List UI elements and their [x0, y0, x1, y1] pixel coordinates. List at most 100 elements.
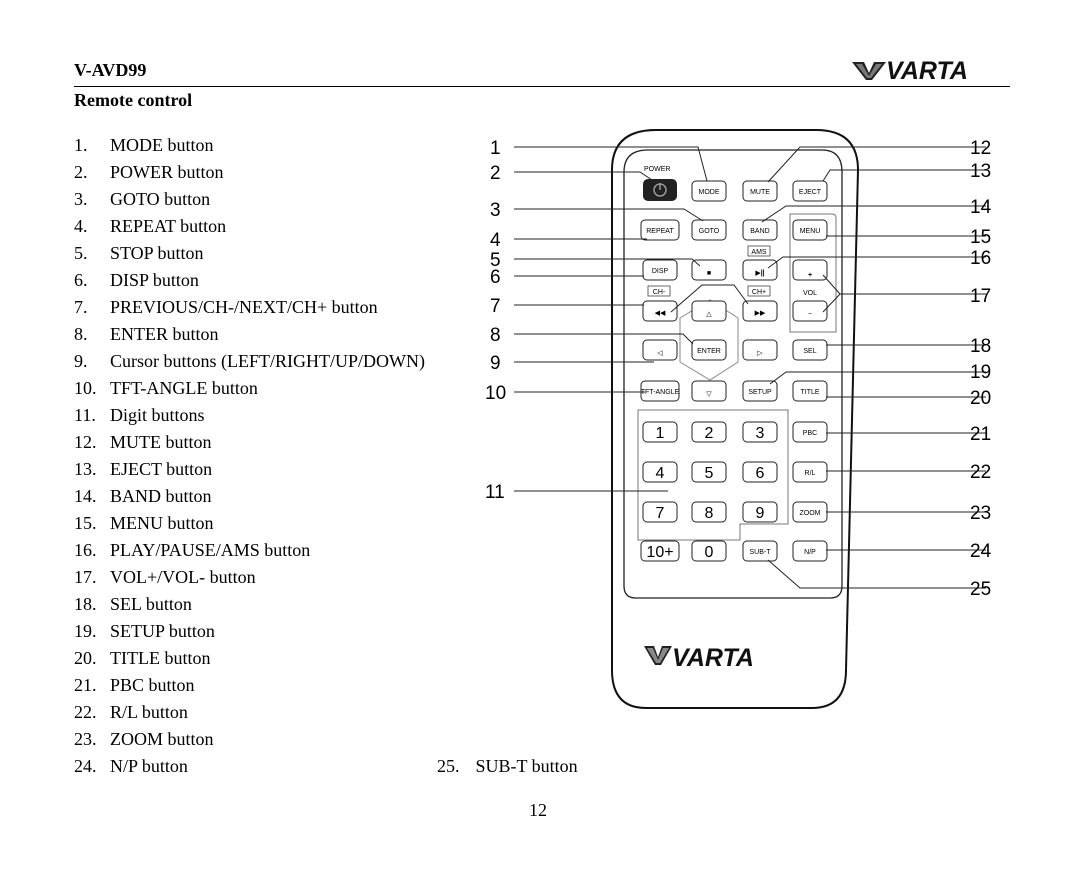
digit-6-button[interactable]: 6 — [742, 461, 778, 483]
cursor-pad — [679, 299, 739, 381]
callout-6: 6 — [490, 267, 501, 288]
legend-item: 4.REPEAT button — [74, 216, 227, 236]
svg-text:PBC: PBC — [803, 430, 817, 437]
callout-22: 22 — [970, 462, 991, 483]
callout-7: 7 — [490, 296, 501, 317]
svg-text:8: 8 — [705, 505, 714, 522]
legend-item: 3.GOTO button — [74, 189, 211, 209]
callout-4: 4 — [490, 230, 501, 251]
digit-8-button[interactable]: 8 — [691, 501, 727, 523]
digit-5-button[interactable]: 5 — [691, 461, 727, 483]
previous-button[interactable]: ◀◀ — [642, 300, 678, 322]
enter-button[interactable]: ENTER — [691, 339, 727, 361]
np-button[interactable]: N/P — [792, 540, 828, 562]
legend-item: 18.SEL button — [74, 594, 192, 614]
sel-button[interactable]: SEL — [792, 339, 828, 361]
up-button[interactable]: △ — [691, 300, 727, 322]
pbc-button[interactable]: PBC — [792, 421, 828, 443]
svg-text:ZOOM: ZOOM — [800, 510, 821, 517]
callout-10: 10 — [485, 383, 506, 404]
legend-item: 14.BAND button — [74, 486, 212, 506]
rl-button[interactable]: R/L — [792, 461, 828, 483]
setup-button[interactable]: SETUP — [742, 380, 778, 402]
svg-text:6: 6 — [756, 465, 765, 482]
title-button[interactable]: TITLE — [792, 380, 828, 402]
model-name: V-AVD99 — [74, 60, 147, 80]
repeat-button[interactable]: REPEAT — [640, 219, 680, 241]
callout-8: 8 — [490, 325, 501, 346]
remote-brand-text: VARTA — [672, 644, 754, 672]
legend-item: 7.PREVIOUS/CH-/NEXT/CH+ button — [74, 297, 378, 317]
digit-0-button[interactable]: 0 — [691, 540, 727, 562]
left-button[interactable]: ◁ — [642, 339, 678, 361]
down-button[interactable]: ▽ — [691, 380, 727, 402]
legend-item: 19.SETUP button — [74, 621, 215, 641]
digit-3-button[interactable]: 3 — [742, 421, 778, 443]
vol-minus-button[interactable]: − — [792, 300, 828, 322]
svg-text:R/L: R/L — [805, 470, 816, 477]
digit-9-button[interactable]: 9 — [742, 501, 778, 523]
digit-4-button[interactable]: 4 — [642, 461, 678, 483]
svg-text:△: △ — [706, 311, 712, 318]
ch-plus-label: CH+ — [752, 289, 766, 296]
legend-item: 10.TFT-ANGLE button — [74, 378, 258, 398]
callout-11: 11 — [485, 482, 505, 503]
mute-button[interactable]: MUTE — [742, 180, 778, 202]
disp-button[interactable]: DISP — [642, 259, 678, 281]
callout-24: 24 — [970, 541, 992, 562]
svg-text:7: 7 — [656, 505, 665, 522]
digit-7-button[interactable]: 7 — [642, 501, 678, 523]
svg-text:■: ■ — [707, 270, 711, 277]
legend-item: 17.VOL+/VOL- button — [74, 567, 256, 587]
right-button[interactable]: ▷ — [742, 339, 778, 361]
mode-button[interactable]: MODE — [691, 180, 727, 202]
band-button[interactable]: BAND — [742, 219, 778, 241]
callout-16: 16 — [970, 248, 991, 269]
svg-text:ENTER: ENTER — [697, 348, 721, 355]
svg-text:9: 9 — [756, 505, 765, 522]
subt-button[interactable]: SUB-T — [742, 540, 778, 562]
play-pause-button[interactable]: ▶|| — [742, 259, 778, 281]
tft-angle-button[interactable]: TFT-ANGLE — [640, 380, 680, 402]
svg-text:SETUP: SETUP — [748, 389, 772, 396]
digit-1-button[interactable]: 1 — [642, 421, 678, 443]
svg-text:2: 2 — [705, 425, 714, 442]
callout-9: 9 — [490, 353, 501, 374]
digit-2-button[interactable]: 2 — [691, 421, 727, 443]
section-title: Remote control — [74, 90, 193, 110]
next-button[interactable]: ▶▶ — [742, 300, 778, 322]
legend-item: 16.PLAY/PAUSE/AMS button — [74, 540, 311, 560]
svg-text:10+: 10+ — [646, 544, 673, 561]
svg-text:▽: ▽ — [706, 391, 712, 398]
stop-button[interactable]: ■ — [691, 259, 727, 281]
legend-item-25: 25.SUB-T button — [437, 756, 578, 776]
callout-21: 21 — [970, 424, 991, 445]
remote-varta-logo: VARTA — [644, 644, 754, 672]
callout-19: 19 — [970, 362, 991, 383]
vol-plus-button[interactable]: + — [792, 259, 828, 281]
svg-text:0: 0 — [705, 544, 714, 561]
legend-item: 8.ENTER button — [74, 324, 219, 344]
menu-button[interactable]: MENU — [792, 219, 828, 241]
legend-item: 5.STOP button — [74, 243, 204, 263]
callout-lines — [514, 146, 986, 589]
ams-label: AMS — [751, 249, 767, 256]
digit-10plus-button[interactable]: 10+ — [640, 540, 680, 562]
brand-text: VARTA — [886, 58, 968, 82]
legend-item: 6.DISP button — [74, 270, 199, 290]
svg-text:REPEAT: REPEAT — [646, 228, 674, 235]
zoom-button[interactable]: ZOOM — [792, 501, 828, 523]
goto-button[interactable]: GOTO — [691, 219, 727, 241]
svg-text:MUTE: MUTE — [750, 189, 770, 196]
legend-item: 20.TITLE button — [74, 648, 211, 668]
legend-item: 1.MODE button — [74, 135, 214, 155]
header-divider — [74, 86, 1010, 87]
svg-text:TITLE: TITLE — [800, 389, 819, 396]
svg-text:−: − — [808, 311, 812, 318]
callout-5: 5 — [490, 250, 501, 271]
svg-text:◁: ◁ — [657, 350, 663, 357]
svg-text:DISP: DISP — [652, 268, 669, 275]
eject-button[interactable]: EJECT — [792, 180, 828, 202]
callout-1: 1 — [490, 138, 501, 159]
